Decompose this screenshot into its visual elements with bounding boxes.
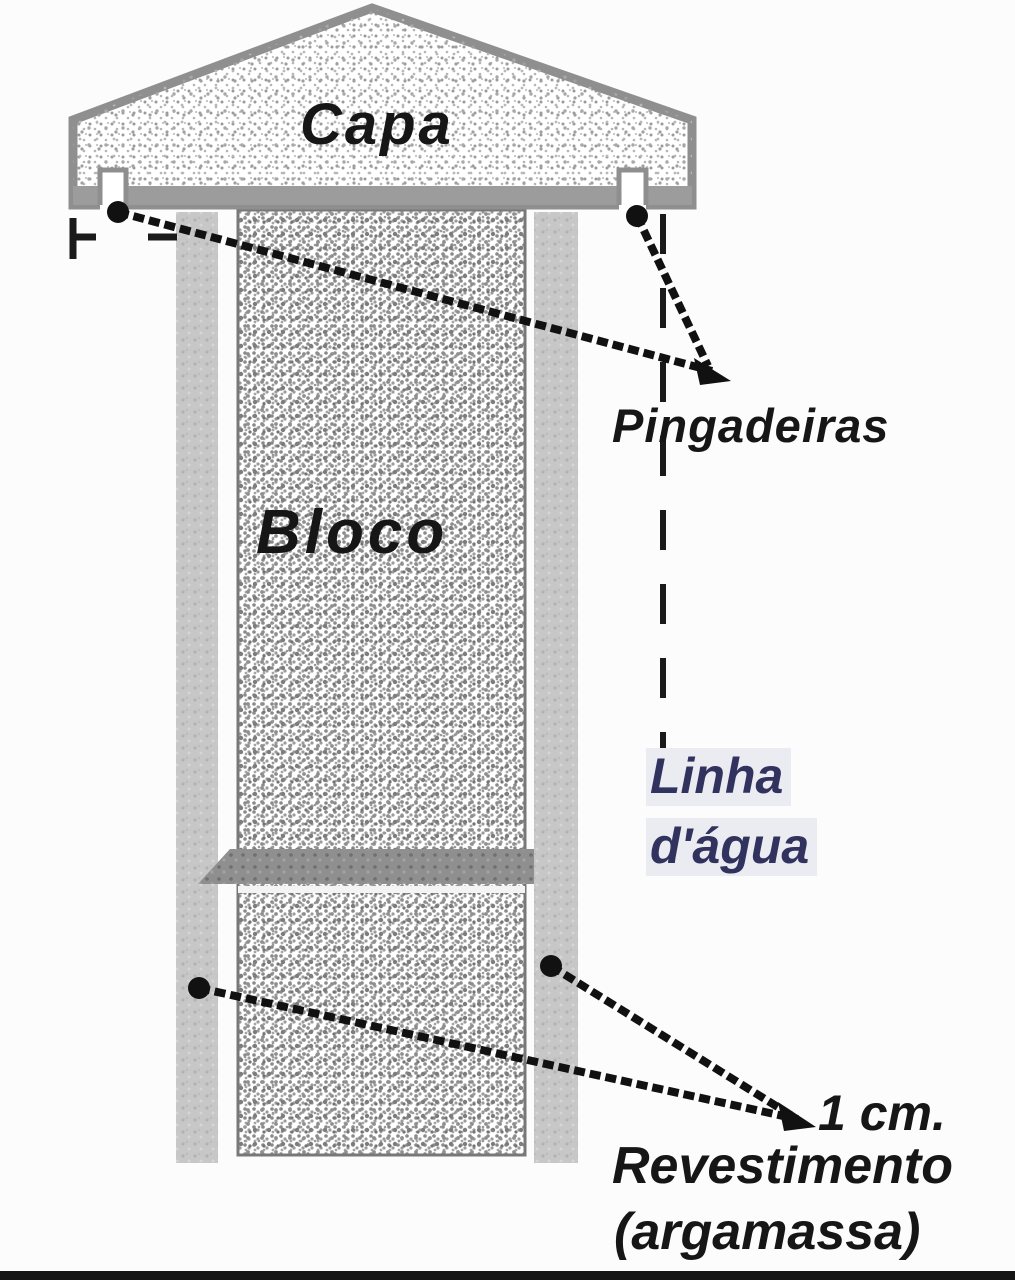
datum-dot-render-right bbox=[540, 955, 562, 977]
pingadeiras-label: Pingadeiras bbox=[612, 399, 890, 452]
linha-dagua-line1: Linha bbox=[646, 748, 792, 806]
datum-dot-notch-right bbox=[626, 205, 648, 227]
dimension-tick bbox=[69, 218, 177, 259]
cap-drip-notch-right bbox=[616, 167, 649, 211]
bloco-label: Bloco bbox=[256, 498, 449, 567]
datum-dot-notch-left bbox=[107, 201, 129, 223]
linha-dagua-line2: d'água bbox=[646, 818, 818, 876]
leader-lines-pingadeiras bbox=[116, 208, 714, 375]
linha-dagua-label: Linha d'água bbox=[646, 748, 818, 876]
revestimento-label: Revestimento bbox=[612, 1137, 953, 1195]
capa-label: Capa bbox=[300, 92, 454, 157]
water-line-band bbox=[198, 849, 534, 884]
render-layer-left bbox=[176, 212, 218, 1163]
arrowhead-pingadeiras bbox=[694, 358, 731, 385]
bottom-border-bar bbox=[0, 1271, 1015, 1280]
render-layer-right bbox=[534, 212, 578, 1163]
leader-lines-revestimento bbox=[198, 962, 800, 1123]
band-gap bbox=[238, 886, 525, 893]
argamassa-label: (argamassa) bbox=[614, 1203, 921, 1261]
arrowhead-revestimento bbox=[778, 1102, 816, 1131]
one-cm-label: 1 cm. bbox=[818, 1085, 946, 1141]
block-core bbox=[236, 208, 527, 1157]
datum-dot-render-left bbox=[188, 977, 210, 999]
